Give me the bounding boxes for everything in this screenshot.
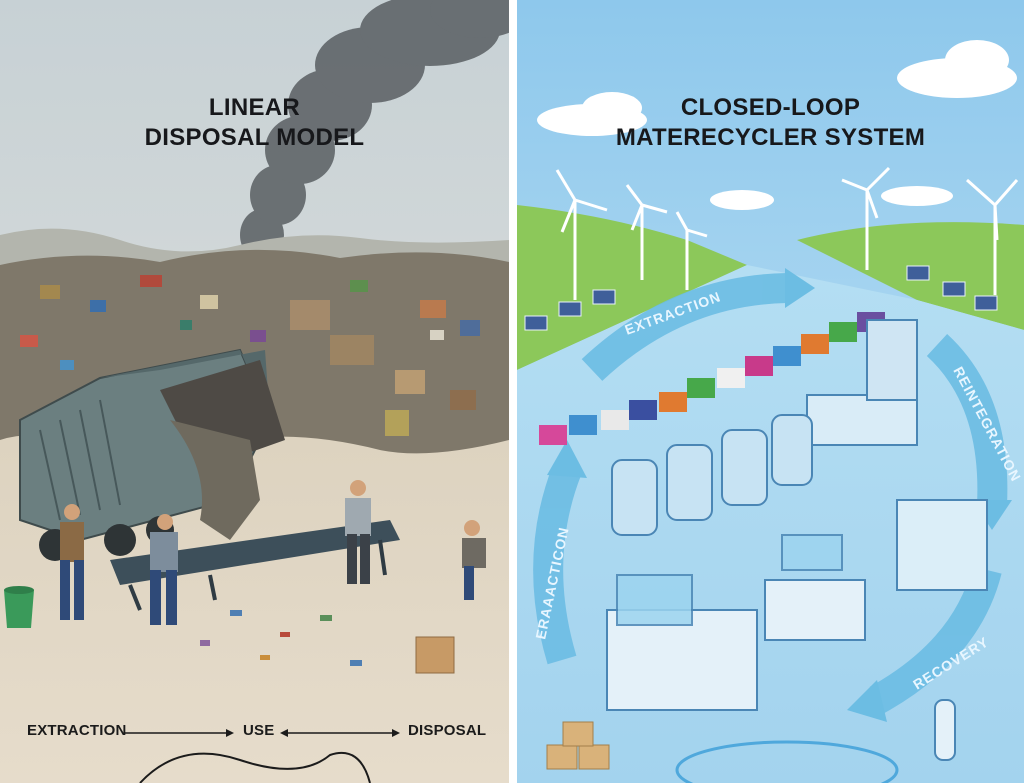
processing-machines: [606, 319, 988, 711]
garbage-debris: [20, 275, 480, 436]
loop-arrow-top: [581, 273, 788, 381]
loop-arrow-left: [533, 464, 582, 665]
closed-loop-panel: EXTRACTION REINTEGRATION RECOVERY ERAAAC…: [517, 0, 1024, 783]
landfill-scene: [0, 0, 509, 783]
scribble-line: [139, 752, 371, 783]
scattered-litter: [200, 610, 362, 666]
hub-ring: [675, 740, 899, 783]
linear-disposal-panel: LINEAR DISPOSAL MODEL EXTRACTION USE DIS…: [0, 0, 509, 783]
worker-3: [345, 480, 371, 584]
left-panel-title: LINEAR DISPOSAL MODEL: [0, 93, 509, 153]
conveyor-belt: [110, 520, 400, 611]
flow-label-use: USE: [243, 722, 275, 739]
flow-label-disposal: DISPOSAL: [408, 722, 487, 739]
left-title-line1: LINEAR: [208, 94, 301, 121]
right-title-line2: MATERECYCLER SYSTEM: [615, 124, 926, 151]
loop-arrow-right: [926, 333, 1008, 506]
flow-label-extraction: EXTRACTION: [27, 722, 127, 739]
clouds: [537, 40, 1017, 210]
wind-turbines: [555, 166, 1019, 300]
output-crates: [546, 721, 610, 770]
green-bucket: [4, 586, 34, 628]
right-panel-title: CLOSED-LOOP MATERECYCLER SYSTEM: [517, 93, 1024, 153]
hub-pillar: [934, 699, 956, 761]
sorting-bins: [539, 312, 885, 445]
recycling-scene: EXTRACTION REINTEGRATION RECOVERY ERAAAC…: [517, 0, 1024, 783]
smoke-plume: [240, 0, 509, 261]
right-title-line1: CLOSED-LOOP: [680, 94, 861, 121]
worker-1: [60, 504, 84, 620]
worker-4: [462, 520, 486, 600]
worker-2: [150, 514, 178, 625]
panel-divider: [509, 0, 517, 783]
falling-trash: [170, 420, 260, 540]
solar-panels: [524, 265, 998, 331]
cardboard-box: [415, 636, 455, 674]
left-title-line2: DISPOSAL MODEL: [144, 124, 365, 151]
loop-arrowheads: [547, 268, 1012, 722]
